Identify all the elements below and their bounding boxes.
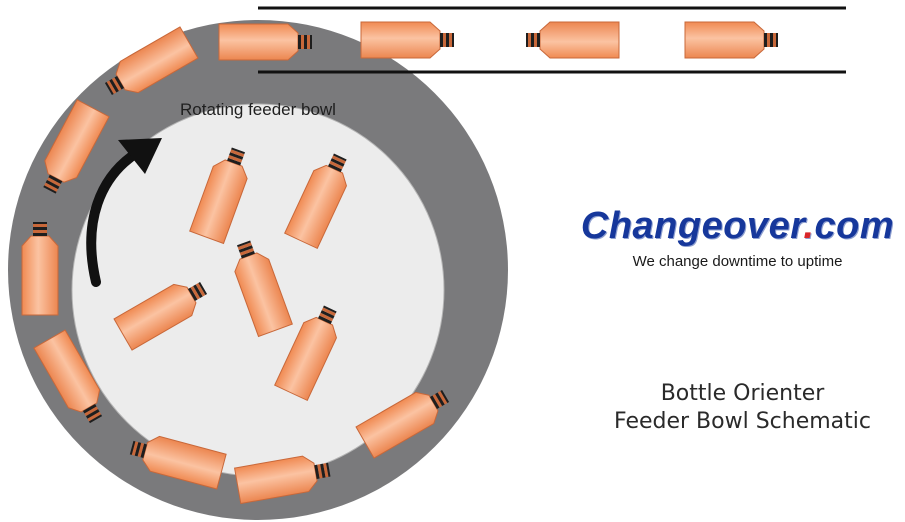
logo-tagline: We change downtime to uptime: [632, 253, 843, 270]
caption-line-1: Bottle Orienter: [660, 381, 825, 406]
bowl-label: Rotating feeder bowl: [180, 100, 336, 119]
rotation-arrowhead: [118, 138, 162, 174]
diagram-caption: Bottle Orienter Feeder Bowl Schematic: [590, 380, 895, 436]
conveyor-bottle: [525, 21, 620, 59]
logo-wordmark: Changeover.com: [580, 205, 895, 247]
rotation-arrow: [86, 147, 143, 287]
conveyor-bottle: [360, 21, 455, 59]
conveyor-bottle: [684, 21, 779, 59]
changeover-logo: Changeover.com We change downtime to upt…: [575, 205, 900, 270]
caption-line-2: Feeder Bowl Schematic: [614, 409, 871, 434]
